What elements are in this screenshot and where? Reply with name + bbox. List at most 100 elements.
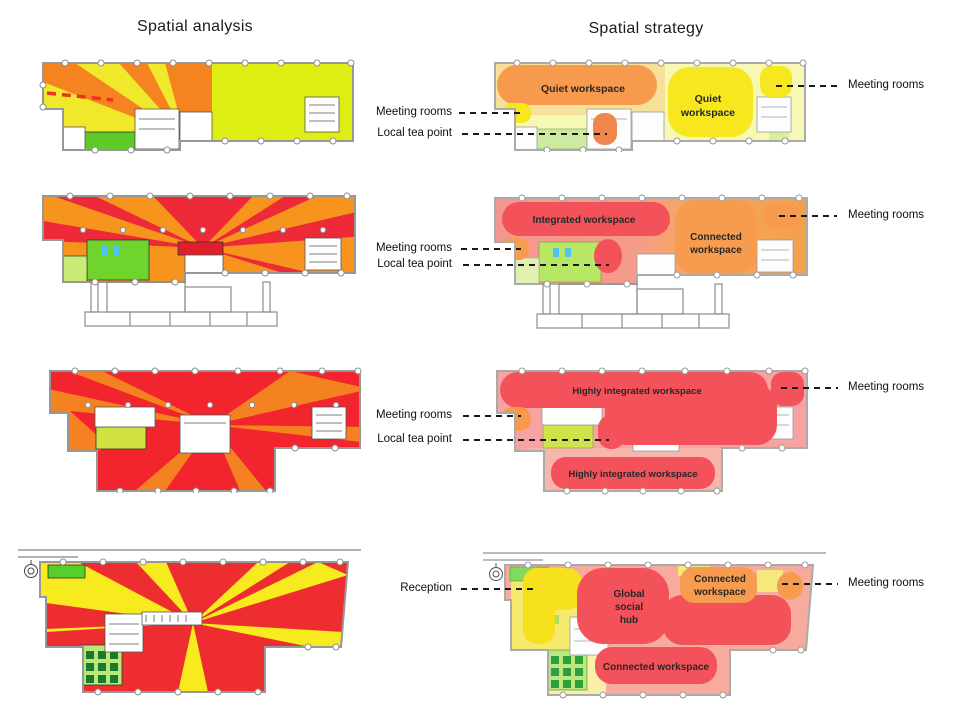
leader-meeting-rooms-floor-1 — [459, 112, 521, 114]
zone-label: workspace — [693, 587, 746, 598]
column-dots — [518, 194, 803, 288]
green-room — [542, 424, 594, 449]
floor-outline — [496, 370, 808, 492]
label-meeting-rooms-right-floor-4: Meeting rooms — [848, 577, 925, 589]
analysis-column-title: Spatial analysis — [137, 18, 253, 35]
core-rooms — [104, 611, 203, 653]
zone-label: Connected — [690, 232, 742, 243]
leader-tea-point-floor-1 — [462, 133, 607, 135]
zone-blob-global-social-hub — [577, 568, 669, 644]
strategy-plan-floor-1: Quiet workspace Quiet workspace — [494, 59, 807, 152]
furniture-blue — [101, 246, 107, 255]
column-dots — [59, 558, 344, 696]
leader-tea-point-floor-3 — [463, 439, 609, 441]
core-rooms — [62, 96, 340, 150]
column-dots — [39, 59, 355, 154]
strategy-base-floor-2: Integrated workspace Connected workspace — [495, 198, 807, 284]
zone-label: Quiet workspace — [541, 83, 625, 95]
floor-outline — [494, 62, 806, 151]
column-dots — [518, 367, 809, 495]
zone-label: social — [615, 602, 644, 613]
zone-blob-quiet-workspace-1 — [497, 65, 657, 105]
reception-blob — [523, 568, 583, 644]
green-room — [530, 128, 594, 150]
spiral-stair-icon — [24, 560, 38, 578]
zone-blob-quiet-workspace-2 — [668, 67, 753, 137]
green-room-light — [62, 255, 88, 282]
zone-label: Highly integrated workspace — [568, 469, 697, 480]
zone-label: workspace — [689, 245, 742, 256]
tea-point-blob — [598, 415, 625, 449]
green-room-top — [47, 564, 86, 579]
strategy-plan-floor-4: Global social hub Connected workspace Co… — [483, 552, 826, 699]
green-room — [95, 426, 147, 450]
zone-mass-red-right — [663, 595, 791, 645]
spiral-stair-icon — [489, 563, 503, 581]
zone-label: Integrated workspace — [533, 215, 636, 226]
column-dots — [524, 561, 809, 699]
core-red — [177, 241, 224, 256]
furniture-blue — [565, 248, 571, 257]
zone-label: Connected — [694, 574, 746, 585]
analysis-plan-floor-1 — [39, 59, 355, 154]
column-dots — [66, 192, 351, 286]
floor-outline — [504, 564, 815, 696]
label-meeting-rooms-right-floor-3: Meeting rooms — [848, 381, 925, 393]
leader-meeting-rooms-floor-3 — [463, 415, 521, 417]
leader-meeting-rooms-right-floor-3 — [781, 387, 838, 389]
label-meeting-rooms-floor-1: Meeting rooms — [375, 106, 452, 118]
label-tea-point-floor-1: Local tea point — [377, 127, 452, 139]
meeting-rooms-blob — [777, 572, 803, 600]
zone-blob-highly-integrated-1 — [500, 372, 768, 408]
floor-outline — [49, 370, 361, 492]
leader-meeting-rooms-floor-2 — [461, 248, 521, 250]
tea-point-blob — [594, 239, 622, 273]
label-meeting-rooms-floor-3: Meeting rooms — [375, 409, 452, 421]
label-meeting-rooms-right-floor-1: Meeting rooms — [848, 79, 925, 91]
meeting-rooms-blob — [771, 372, 804, 406]
green-room-light — [514, 257, 540, 284]
zone-blob-integrated-workspace — [502, 202, 670, 236]
label-tea-point-floor-2: Local tea point — [377, 258, 452, 270]
strategy-base-floor-3: Highly integrated workspace Highly integ… — [497, 371, 807, 491]
green-room — [78, 131, 136, 150]
analysis-plan-floor-4 — [18, 549, 361, 696]
core-rooms — [636, 239, 794, 284]
furniture-blue — [113, 246, 119, 255]
tea-point-blob — [593, 113, 617, 145]
strategy-base-floor-1: Quiet workspace Quiet workspace — [495, 63, 805, 150]
heat-rays-red — [43, 196, 355, 273]
strategy-plan-floor-3: Highly integrated workspace Highly integ… — [496, 367, 809, 495]
zone-label: workspace — [680, 107, 735, 119]
heat-map-floor-1 — [43, 63, 353, 150]
terrace-outline — [84, 281, 278, 327]
furniture-blue — [553, 248, 559, 257]
leader-meeting-rooms-right-floor-1 — [776, 85, 838, 87]
heat-map-floor-2 — [43, 196, 355, 282]
analysis-plan-floor-2 — [42, 192, 356, 327]
strategy-plan-floor-2: Integrated workspace Connected workspace — [494, 194, 808, 329]
column-dots — [71, 367, 362, 493]
floor-outline — [42, 62, 354, 151]
zone-label: Highly integrated workspace — [572, 386, 701, 397]
leader-reception-floor-4 — [461, 588, 533, 590]
zone-label: Quiet — [695, 93, 722, 105]
analysis-plan-floor-3 — [49, 367, 362, 493]
label-meeting-rooms-floor-2: Meeting rooms — [375, 242, 452, 254]
core-rooms — [94, 406, 347, 454]
terrace-outline — [536, 283, 730, 329]
zone-blob-connected-workspace — [675, 200, 757, 274]
zone-label: hub — [620, 615, 638, 626]
meeting-rooms-blob — [760, 66, 792, 97]
zone-blob-connected-workspace-bottom — [595, 647, 717, 684]
green-elevator-room — [544, 649, 588, 691]
label-meeting-rooms-right-floor-2: Meeting rooms — [848, 209, 925, 221]
leader-tea-point-floor-2 — [463, 264, 609, 266]
column-dots — [513, 59, 807, 152]
zone-blob-connected-workspace-top — [680, 567, 757, 603]
zone-label: Connected workspace — [603, 662, 710, 673]
yellow-patch — [757, 570, 783, 592]
heat-red-dashed-streak — [46, 91, 114, 102]
zone-blob-highly-integrated-2 — [551, 457, 715, 489]
